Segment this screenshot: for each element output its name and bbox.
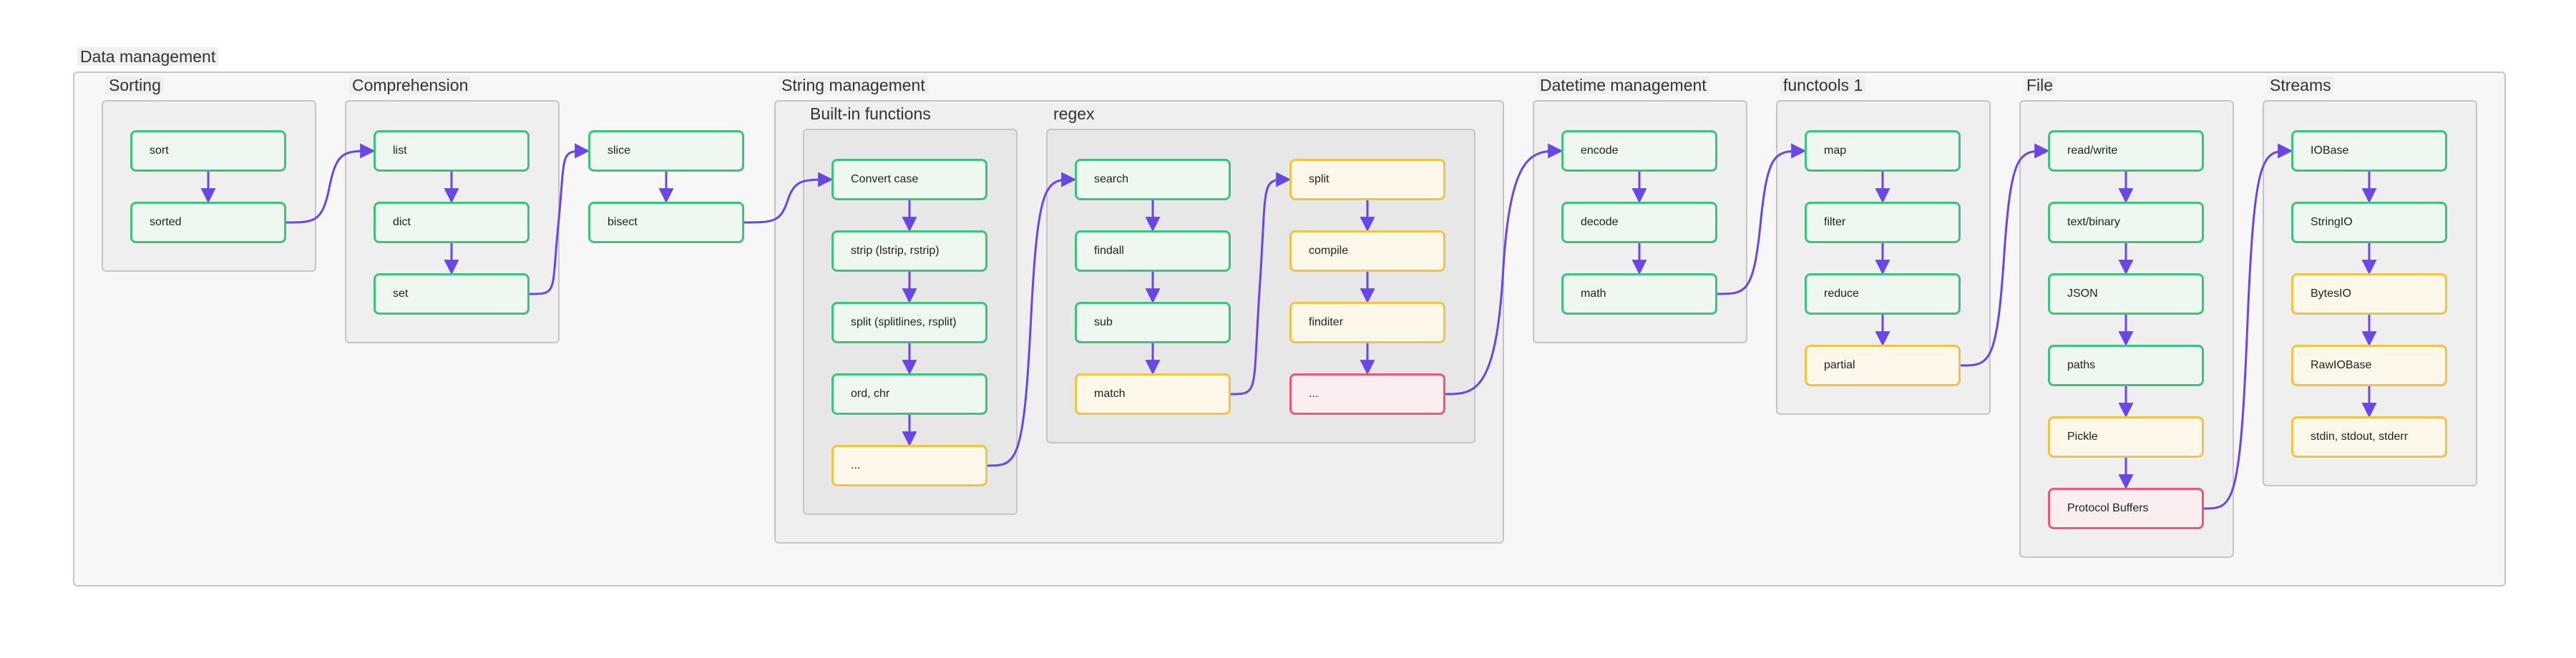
group-builtin-functions-label: Built-in functions (807, 104, 934, 123)
node-protocol-buffers[interactable]: Protocol Buffers (2048, 488, 2204, 529)
node-list[interactable]: list (374, 130, 530, 172)
group-comprehension-title: Comprehension (345, 74, 475, 96)
node-json-label: JSON (2067, 288, 2098, 300)
node-slice[interactable]: slice (588, 130, 744, 172)
node-iobase-label: IOBase (2311, 144, 2349, 157)
node-sub[interactable]: sub (1075, 302, 1231, 343)
node-sorted[interactable]: sorted (130, 202, 286, 243)
node-findall[interactable]: findall (1075, 230, 1231, 272)
node-read-write[interactable]: read/write (2048, 130, 2204, 172)
group-file-title: File (2019, 74, 2060, 96)
node-stringio-label: StringIO (2311, 216, 2353, 228)
node-dict[interactable]: dict (374, 202, 530, 243)
node-finditer[interactable]: finditer (1289, 302, 1445, 343)
group-streams-label: Streams (2267, 76, 2334, 94)
node-math-label: math (1581, 288, 1606, 300)
node-sorted-label: sorted (150, 216, 182, 228)
node-bytesio-label: BytesIO (2311, 288, 2351, 300)
node-map-label: map (1824, 144, 1847, 157)
node-compile[interactable]: compile (1289, 230, 1445, 272)
node-reduce-label: reduce (1824, 288, 1859, 300)
group-sorting-title: Sorting (102, 74, 168, 96)
node-bisect-label: bisect (608, 216, 638, 228)
node-paths[interactable]: paths (2048, 345, 2204, 386)
node-convert-case-label: Convert case (851, 173, 919, 185)
group-streams-title: Streams (2263, 74, 2338, 96)
node-decode[interactable]: decode (1561, 202, 1717, 243)
node-math[interactable]: math (1561, 273, 1717, 315)
node-reduce[interactable]: reduce (1805, 273, 1961, 315)
group-comprehension-label: Comprehension (349, 76, 472, 94)
node-list-label: list (393, 144, 407, 157)
node-sort-label: sort (150, 144, 169, 157)
node-regex-more-label: ... (1309, 388, 1319, 400)
group-string-management-title: String management (774, 74, 932, 96)
node-dict-label: dict (393, 216, 411, 228)
node-split-builtin[interactable]: split (splitlines, rsplit) (831, 302, 987, 343)
node-protocol-buffers-label: Protocol Buffers (2067, 502, 2149, 514)
node-filter-label: filter (1824, 216, 1846, 228)
node-search-label: search (1094, 173, 1129, 185)
node-partial[interactable]: partial (1805, 345, 1961, 386)
node-builtin-more-label: ... (851, 459, 861, 471)
group-data-management (73, 72, 2506, 586)
node-split-regex-label: split (1309, 173, 1330, 185)
node-sort[interactable]: sort (130, 130, 286, 172)
group-file-label: File (2024, 76, 2057, 94)
node-bytesio[interactable]: BytesIO (2291, 273, 2447, 315)
node-match[interactable]: match (1075, 373, 1231, 415)
group-sorting-label: Sorting (106, 76, 164, 94)
group-regex-label: regex (1050, 104, 1098, 123)
node-partial-label: partial (1824, 359, 1855, 371)
node-json[interactable]: JSON (2048, 273, 2204, 315)
group-datetime-management-title: Datetime management (1533, 74, 1714, 96)
node-iobase[interactable]: IOBase (2291, 130, 2447, 172)
node-match-label: match (1094, 388, 1126, 400)
group-functools-label: functools 1 (1780, 76, 1866, 94)
group-regex-title: regex (1046, 103, 1102, 124)
node-convert-case[interactable]: Convert case (831, 159, 987, 200)
node-slice-label: slice (608, 144, 631, 157)
node-text-binary[interactable]: text/binary (2048, 202, 2204, 243)
node-sub-label: sub (1094, 316, 1113, 328)
node-strip[interactable]: strip (lstrip, rstrip) (831, 230, 987, 272)
node-filter[interactable]: filter (1805, 202, 1961, 243)
node-read-write-label: read/write (2067, 144, 2118, 157)
node-encode-label: encode (1581, 144, 1619, 157)
node-stringio[interactable]: StringIO (2291, 202, 2447, 243)
node-decode-label: decode (1581, 216, 1619, 228)
node-set-label: set (393, 288, 409, 300)
node-ord-chr-label: ord, chr (851, 388, 890, 400)
node-std-streams[interactable]: stdin, stdout, stderr (2291, 416, 2447, 458)
group-builtin-functions-title: Built-in functions (803, 103, 938, 124)
node-encode[interactable]: encode (1561, 130, 1717, 172)
node-paths-label: paths (2067, 359, 2096, 371)
node-findall-label: findall (1094, 245, 1124, 257)
node-bisect[interactable]: bisect (588, 202, 744, 243)
group-sorting (102, 100, 316, 272)
node-pickle[interactable]: Pickle (2048, 416, 2204, 458)
node-set[interactable]: set (374, 273, 530, 315)
group-data-management-title: Data management (73, 46, 223, 67)
node-rawiobase-label: RawIOBase (2311, 359, 2372, 371)
node-strip-label: strip (lstrip, rstrip) (851, 245, 940, 257)
node-pickle-label: Pickle (2067, 431, 2098, 443)
node-search[interactable]: search (1075, 159, 1231, 200)
node-map[interactable]: map (1805, 130, 1961, 172)
group-datetime-management-label: Datetime management (1537, 76, 1709, 94)
node-rawiobase[interactable]: RawIOBase (2291, 345, 2447, 386)
node-split-builtin-label: split (splitlines, rsplit) (851, 316, 957, 328)
node-ord-chr[interactable]: ord, chr (831, 373, 987, 415)
group-string-management-label: String management (779, 76, 928, 94)
group-data-management-label: Data management (77, 47, 219, 66)
group-functools-title: functools 1 (1776, 74, 1870, 96)
node-finditer-label: finditer (1309, 316, 1344, 328)
node-builtin-more[interactable]: ... (831, 445, 987, 486)
node-text-binary-label: text/binary (2067, 216, 2120, 228)
node-regex-more[interactable]: ... (1289, 373, 1445, 415)
node-std-streams-label: stdin, stdout, stderr (2311, 431, 2409, 443)
node-split-regex[interactable]: split (1289, 159, 1445, 200)
node-compile-label: compile (1309, 245, 1349, 257)
